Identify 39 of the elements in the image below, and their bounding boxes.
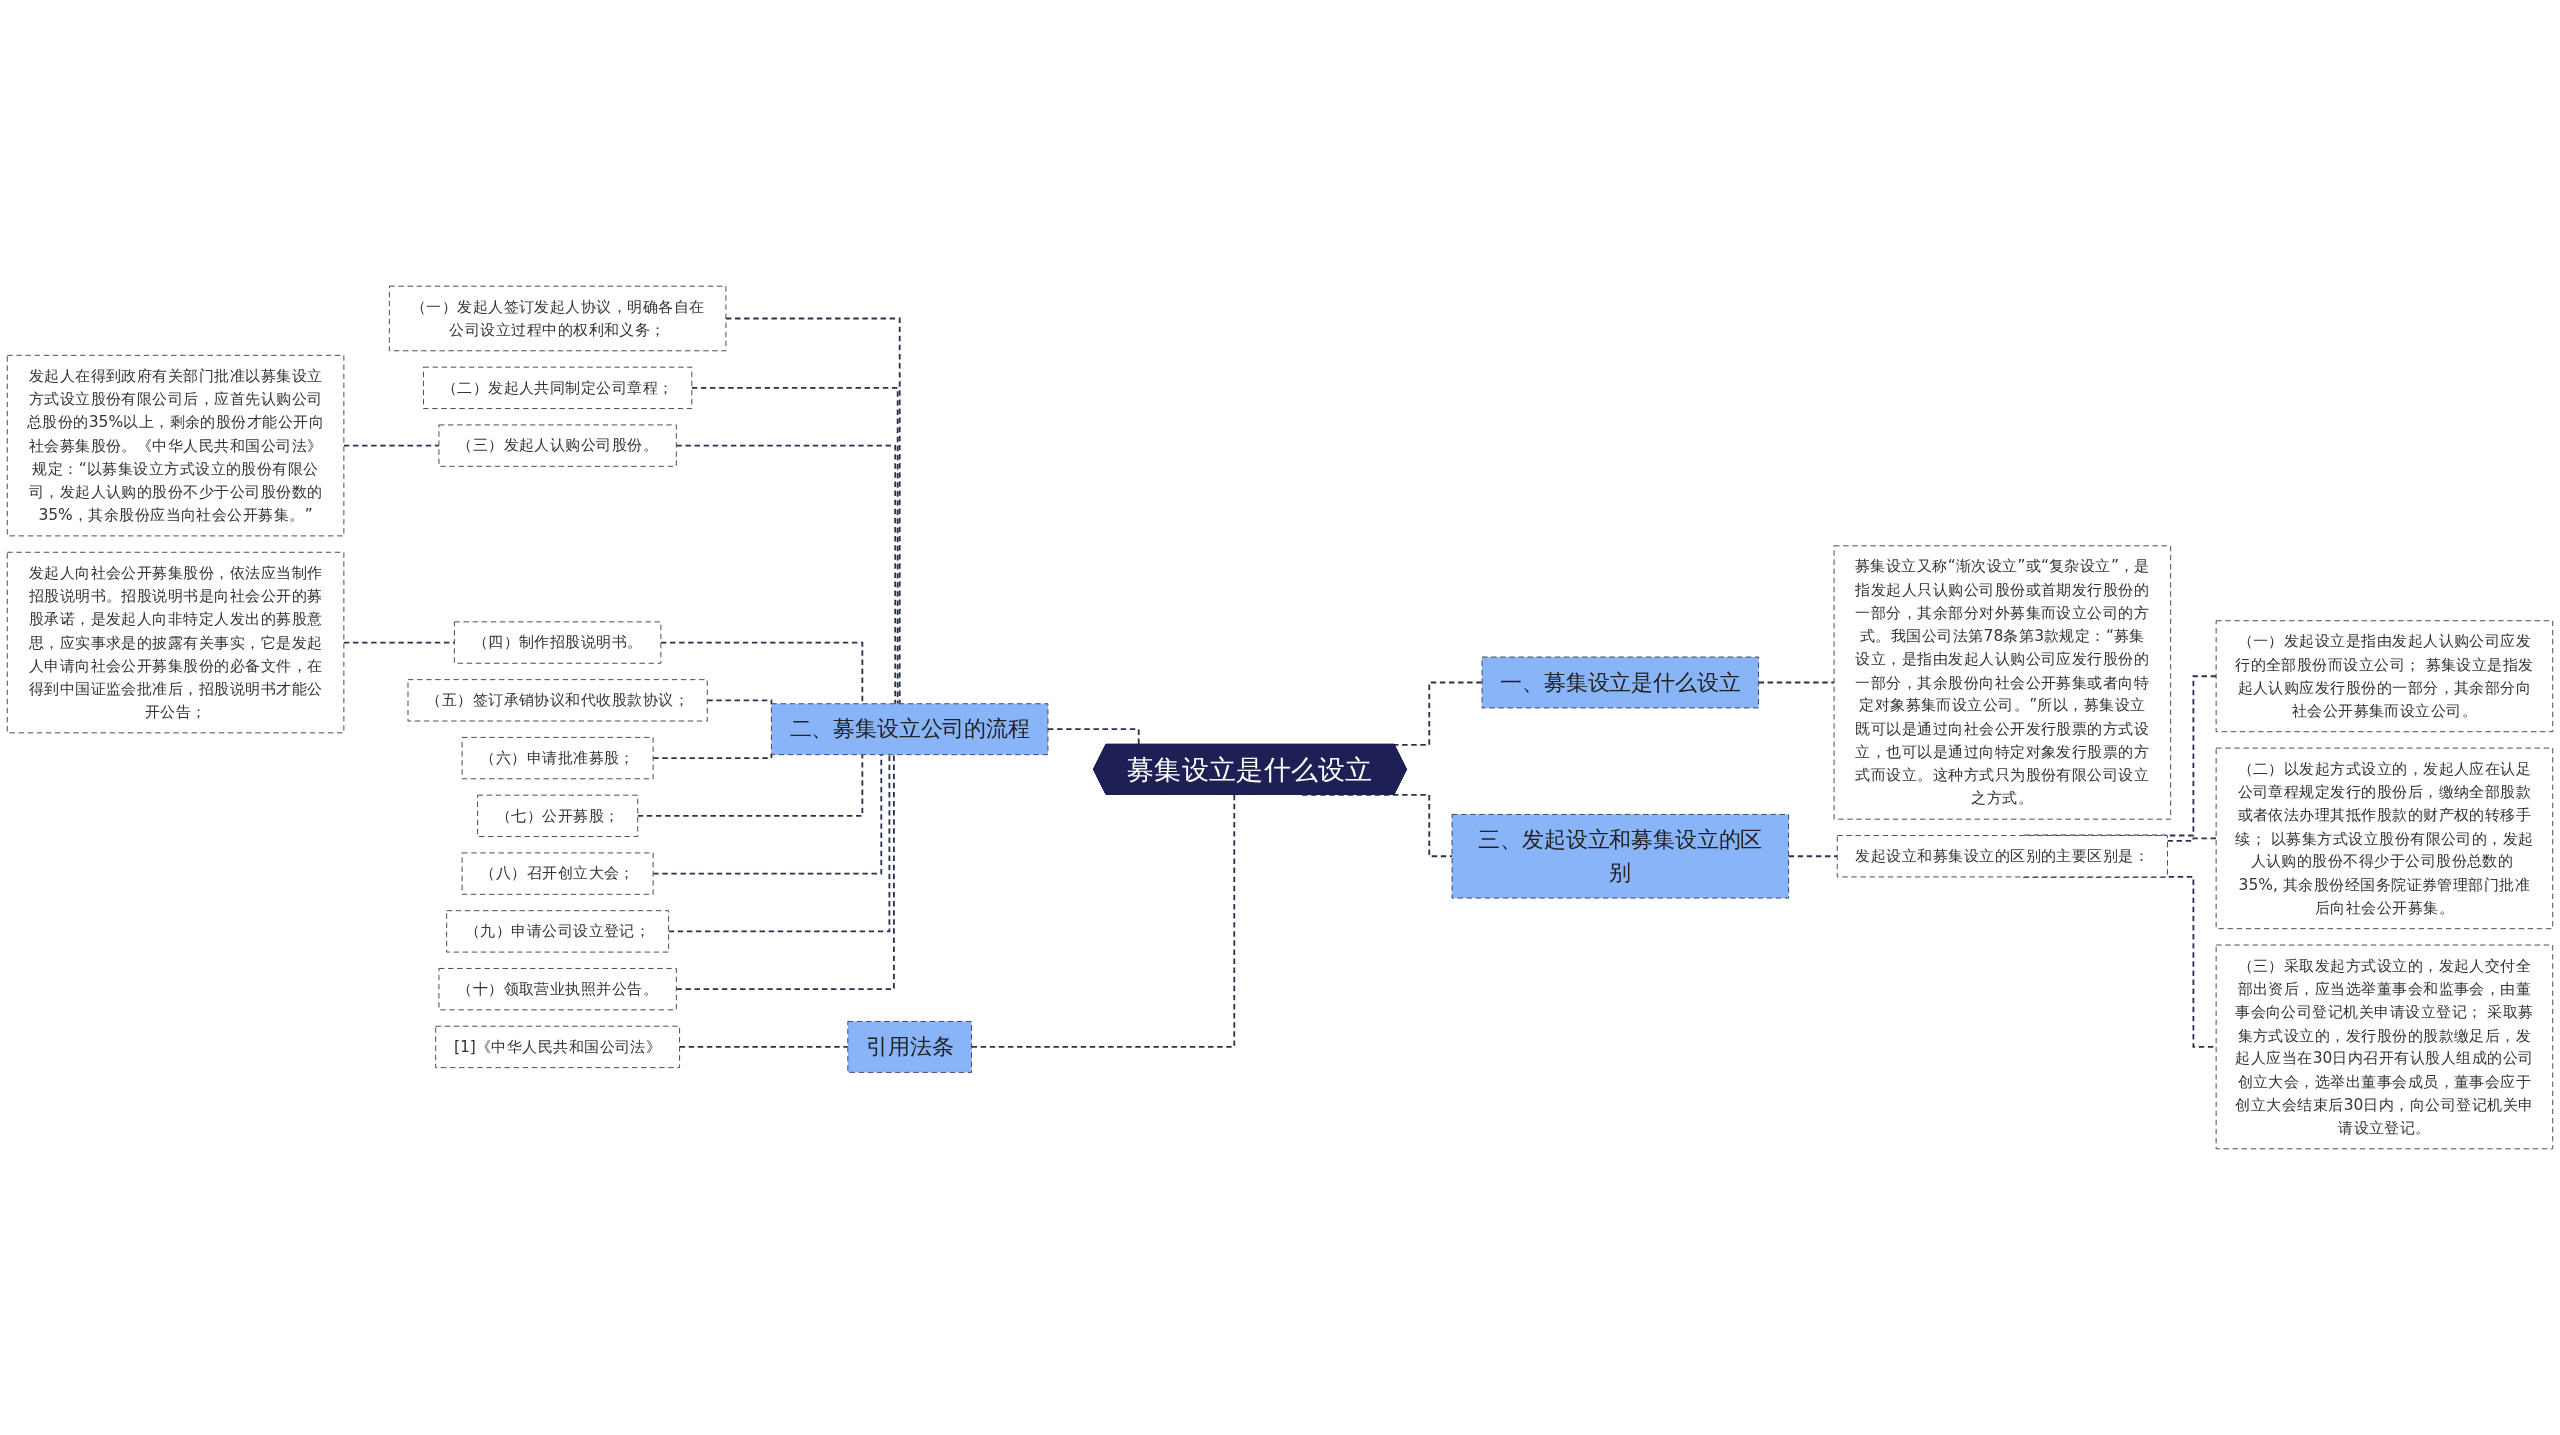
node-box: 发起设立和募集设立的区别的主要区别是： (1836, 835, 2168, 878)
node-box: （一）发起设立是指由发起人认购公司应发行的全部股份而设立公司； 募集设立是指发起人认购应发行股份的一部分，其余部分向社会公开募集而设立公司。 (2215, 620, 2554, 733)
connector (1787, 855, 1839, 858)
node-box: 二、募集设立公司的流程 (770, 703, 1049, 756)
node-box: [1]《中华人民共和国公司法》 (435, 1025, 681, 1069)
connector (678, 1046, 849, 1048)
connector (2166, 837, 2218, 842)
connector (1757, 681, 1835, 684)
node-box: 一、募集设立是什么设立 (1481, 656, 1760, 709)
connector (1047, 728, 1140, 746)
connector (706, 699, 773, 706)
connector (725, 317, 901, 705)
connector (636, 753, 864, 817)
connector (652, 753, 883, 875)
connector (970, 793, 1236, 1048)
connector (667, 753, 891, 933)
node-box: （四）制作招股说明书。 (453, 621, 662, 664)
node-box: 三、发起设立和募集设立的区别 (1451, 813, 1790, 899)
connector (675, 753, 895, 991)
node-box: （三）发起人认购公司股份。 (438, 424, 677, 467)
node-box: （七）公开募股； (477, 794, 639, 837)
node-box: （五）签订承销协议和代收股款协议； (407, 679, 708, 722)
node-box: （二）发起人共同制定公司章程； (423, 366, 693, 409)
node-box: （六）申请批准募股； (461, 736, 654, 780)
node-box: （二）以发起方式设立的，发起人应在认足公司章程规定发行的股份后，缴纳全部股款或者依法办理其抵作股款的财产权的转移手续； 以募集方式设立股份有限公司的，发起人认购的股份不得少于公司股份总数的 35%, 其余股份经国务院证券管理部门批准后向社会公开募集。 (2215, 747, 2554, 930)
node-box: 发起人在得到政府有关部门批准以募集设立方式设立股份有限公司后，应首先认购公司总股份的35%以上，剩余的股份才能公开向社会募集股份。《中华人民共和国公司法》规定：“以募集设立方式设立的股份有限公司，发起人认购的股份不少于公司股份数的35%，其余股份应当向社会公开募集。” (6, 354, 345, 537)
connector (659, 641, 864, 705)
node-box: （三）采取发起方式设立的，发起人交付全部出资后，应当选举董事会和监事会，由董事会向公司登记机关申请设立登记； 采取募集方式设立的，发行股份的股款缴足后，发起人应当在30日内召开有认股人组成的公司创立大会，选举出董事会成员，董事会应于创立大会结束后30日内，向公司登记机关申请设立登记。 (2215, 944, 2554, 1150)
node-box: 引用法条 (847, 1021, 972, 1073)
node-box: （九）申请公司设立登记； (446, 910, 670, 953)
node-box: （一）发起人签订发起人协议，明确各自在公司设立过程中的权利和义务； (388, 285, 727, 352)
connector (652, 753, 773, 759)
node-box: （十）领取营业执照并公告。 (438, 968, 677, 1011)
node-box: （八）召开创立大会； (461, 852, 654, 895)
node-box: 发起人向社会公开募集股份，依法应当制作招股说明书。招股说明书是向社会公开的募股承诺，是发起人向非特定人发出的募股意思，应实事求是的披露有关事实，它是发起人申请向社会公开募集股份的必备文件，在得到中国证监会批准后，招股说明书才能公开公告； (6, 551, 345, 734)
connector (675, 444, 897, 705)
connector (342, 444, 440, 447)
node-box: 募集设立又称“渐次设立”或“复杂设立”，是指发起人只认购公司股份或首期发行股份的一部分，其余部分对外募集而设立公司的方式。我国公司法第78条第3款规定：“募集设立，是指由发起人认购公司应发行股份的一部分，其余股份向社会公开募集或者向特定对象募集而设立公司。”所以，募集设立既可以是通过向社会公开发行股票的方式设立，也可以是通过向特定对象发行股票的方式而设立。这种方式只为股份有限公司设立之方式。 (1833, 545, 2172, 820)
connector (690, 386, 899, 705)
